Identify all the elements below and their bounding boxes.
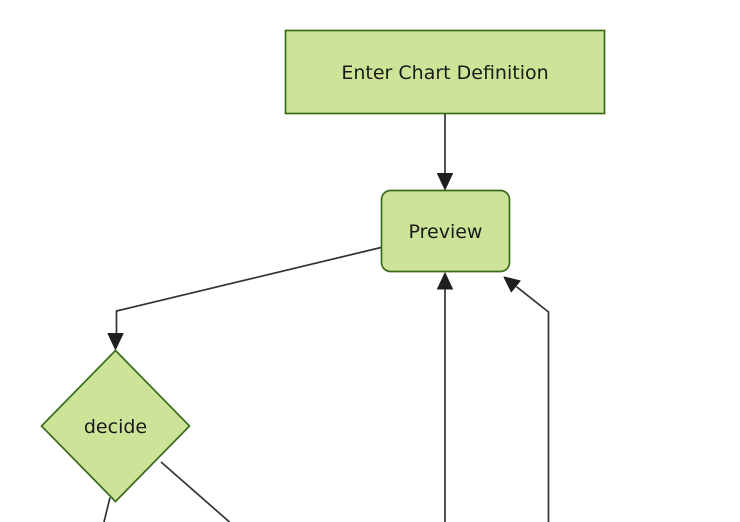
arrowhead-into-preview-top: [437, 173, 453, 190]
edge-decide-to-offscreen-bottom: [103, 497, 111, 522]
node-enter-chart-definition-label: Enter Chart Definition: [341, 62, 548, 84]
node-enter-chart-definition: Enter Chart Definition: [284, 29, 606, 115]
edge-offscreen-to-preview-corner-line: [515, 286, 550, 522]
edge-decide-to-offscreen-right: [160, 461, 231, 522]
arrowhead-into-preview-corner: [503, 276, 521, 293]
node-preview-shape: [380, 189, 511, 273]
edge-enter-to-preview: [437, 113, 453, 190]
arrowhead-into-preview-bottom: [437, 272, 453, 290]
edge-offscreen-to-preview-corner: [503, 276, 550, 522]
node-preview-label: Preview: [409, 221, 483, 243]
node-decide: decide: [40, 349, 191, 503]
edge-preview-to-decide-line: [115, 246, 382, 335]
node-decide-shape: [40, 349, 191, 503]
edge-offscreen-to-preview-center: [437, 272, 453, 522]
arrowhead-into-decide-top: [107, 333, 124, 350]
node-enter-chart-definition-shape: [284, 29, 606, 115]
node-preview: Preview: [380, 189, 511, 273]
node-decide-label: decide: [84, 416, 147, 438]
edge-preview-to-decide: [107, 246, 382, 350]
